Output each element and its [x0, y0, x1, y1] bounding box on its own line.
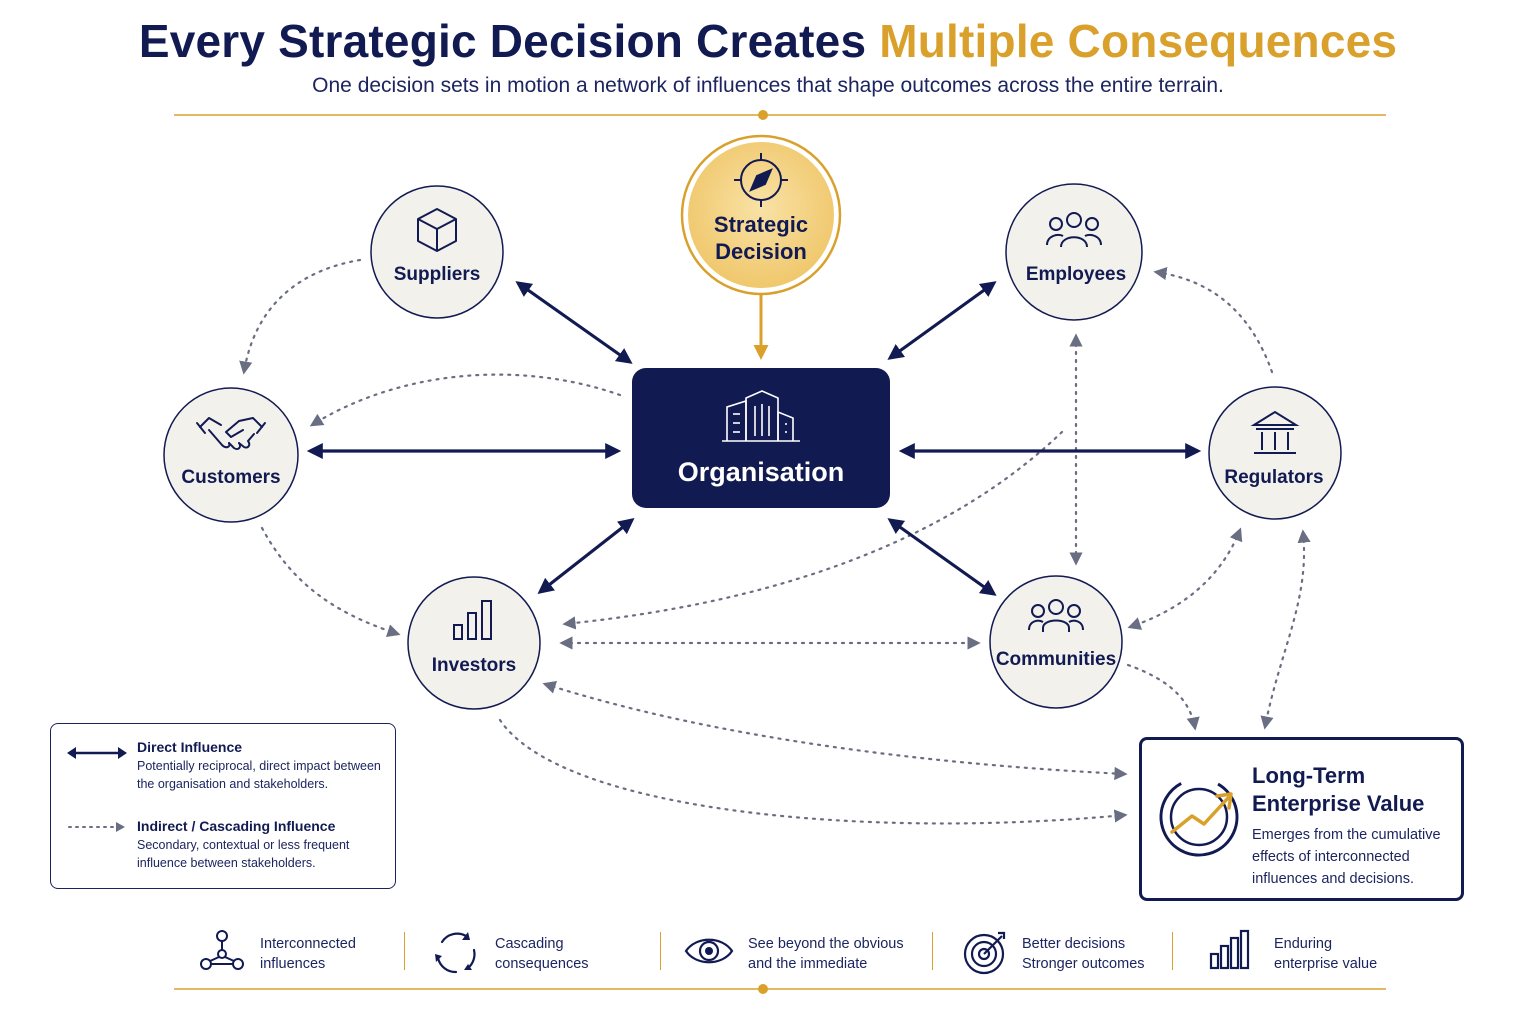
node-customers[interactable]: Customers — [163, 387, 299, 523]
link-employees-organisation — [887, 281, 997, 360]
node-suppliers[interactable]: Suppliers — [370, 185, 504, 319]
link-suppliers-organisation — [515, 281, 633, 364]
network-icon — [200, 930, 244, 970]
footer-text-4a: Better decisions — [1022, 936, 1126, 952]
legend-direct-desc: Potentially reciprocal, direct impact be… — [137, 759, 381, 791]
direct-influence-links — [306, 281, 1202, 596]
node-regulators[interactable]: Regulators — [1208, 386, 1342, 520]
link-investors-organisation — [537, 518, 635, 594]
footer-text-1a: Interconnected — [260, 936, 356, 952]
footer-separator — [660, 932, 661, 970]
node-investors[interactable]: Investors — [407, 576, 541, 710]
link-regulators-employees — [1153, 267, 1274, 374]
link-investors-value-lower — [498, 718, 1128, 825]
legend-indirect-desc: Secondary, contextual or less frequent i… — [137, 838, 350, 870]
building-icon — [722, 390, 800, 442]
link-investors-value-upper — [542, 680, 1128, 781]
direct-influence-symbol — [67, 747, 127, 759]
employees-label: Employees — [1026, 264, 1126, 285]
link-suppliers-customers — [239, 258, 362, 375]
eye-icon — [684, 938, 734, 964]
customers-label: Customers — [181, 467, 280, 488]
indirect-influence-links — [239, 258, 1311, 825]
legend-direct-title: Direct Influence — [137, 739, 243, 755]
investors-label: Investors — [432, 655, 516, 676]
title-highlight: Multiple Consequences — [879, 15, 1398, 67]
footer-text-3b: and the immediate — [748, 956, 868, 972]
header-divider — [174, 110, 1386, 120]
link-communities-value — [1126, 663, 1200, 731]
page-subtitle: One decision sets in motion a network of… — [312, 74, 1224, 97]
node-strategic-decision[interactable]: Strategic Decision — [680, 134, 842, 296]
bar-chart-icon — [1209, 929, 1250, 970]
footer-divider — [174, 984, 1386, 994]
compass-icon — [734, 153, 788, 207]
link-organisation-customers — [309, 373, 622, 427]
footer-text-5b: enterprise value — [1274, 956, 1378, 972]
footer-text-3a: See beyond the obvious — [748, 936, 904, 952]
link-customers-investors — [260, 526, 401, 638]
handshake-icon — [196, 417, 266, 451]
page-title: Every Strategic Decision Creates Multipl… — [0, 14, 1536, 68]
title-main: Every Strategic Decision Creates — [138, 15, 880, 67]
footer-text-1b: influences — [260, 956, 326, 972]
legend-indirect-title: Indirect / Cascading Influence — [137, 818, 336, 834]
link-regulators-value — [1260, 529, 1311, 730]
bar-chart-icon — [453, 600, 492, 640]
target-icon — [963, 931, 1006, 975]
value-desc: Emerges from the cumulative effects of i… — [1252, 827, 1441, 887]
decision-label-line2: Decision — [715, 239, 807, 264]
box-icon — [417, 208, 457, 252]
people-group-icon — [1046, 212, 1102, 248]
regulators-label: Regulators — [1224, 467, 1323, 488]
node-organisation[interactable]: Organisation — [632, 368, 890, 508]
footer-text-5a: Enduring — [1274, 936, 1333, 952]
communities-label: Communities — [996, 649, 1116, 670]
organisation-label: Organisation — [678, 457, 845, 487]
legend: Direct Influence Potentially reciprocal,… — [50, 723, 396, 889]
link-organisation-communities — [887, 518, 997, 596]
cycle-arrows-icon — [435, 932, 476, 974]
footer-separator — [404, 932, 405, 970]
footer-separator — [932, 932, 933, 970]
decision-label-line1: Strategic — [714, 212, 808, 237]
suppliers-label: Suppliers — [394, 264, 481, 285]
footer-text-2a: Cascading — [495, 936, 564, 952]
value-title: Long-Term Enterprise Value — [1252, 763, 1425, 816]
footer-separator — [1172, 932, 1173, 970]
link-regulators-communities — [1127, 527, 1243, 630]
footer-text-4b: Stronger outcomes — [1022, 956, 1145, 972]
node-communities[interactable]: Communities — [989, 575, 1123, 709]
legend-direct: Direct Influence Potentially reciprocal,… — [137, 739, 392, 793]
government-building-icon — [1250, 410, 1300, 454]
footer-text-2b: consequences — [495, 956, 589, 972]
growth-circle-icon — [1159, 777, 1239, 857]
legend-indirect: Indirect / Cascading Influence Secondary… — [137, 818, 392, 872]
indirect-influence-symbol — [68, 822, 125, 832]
community-icon — [1028, 599, 1084, 632]
node-employees[interactable]: Employees — [1005, 183, 1143, 321]
link-employees-investors — [562, 430, 1064, 630]
long-term-value-box[interactable]: Long-Term Enterprise Value Emerges from … — [1139, 737, 1464, 901]
